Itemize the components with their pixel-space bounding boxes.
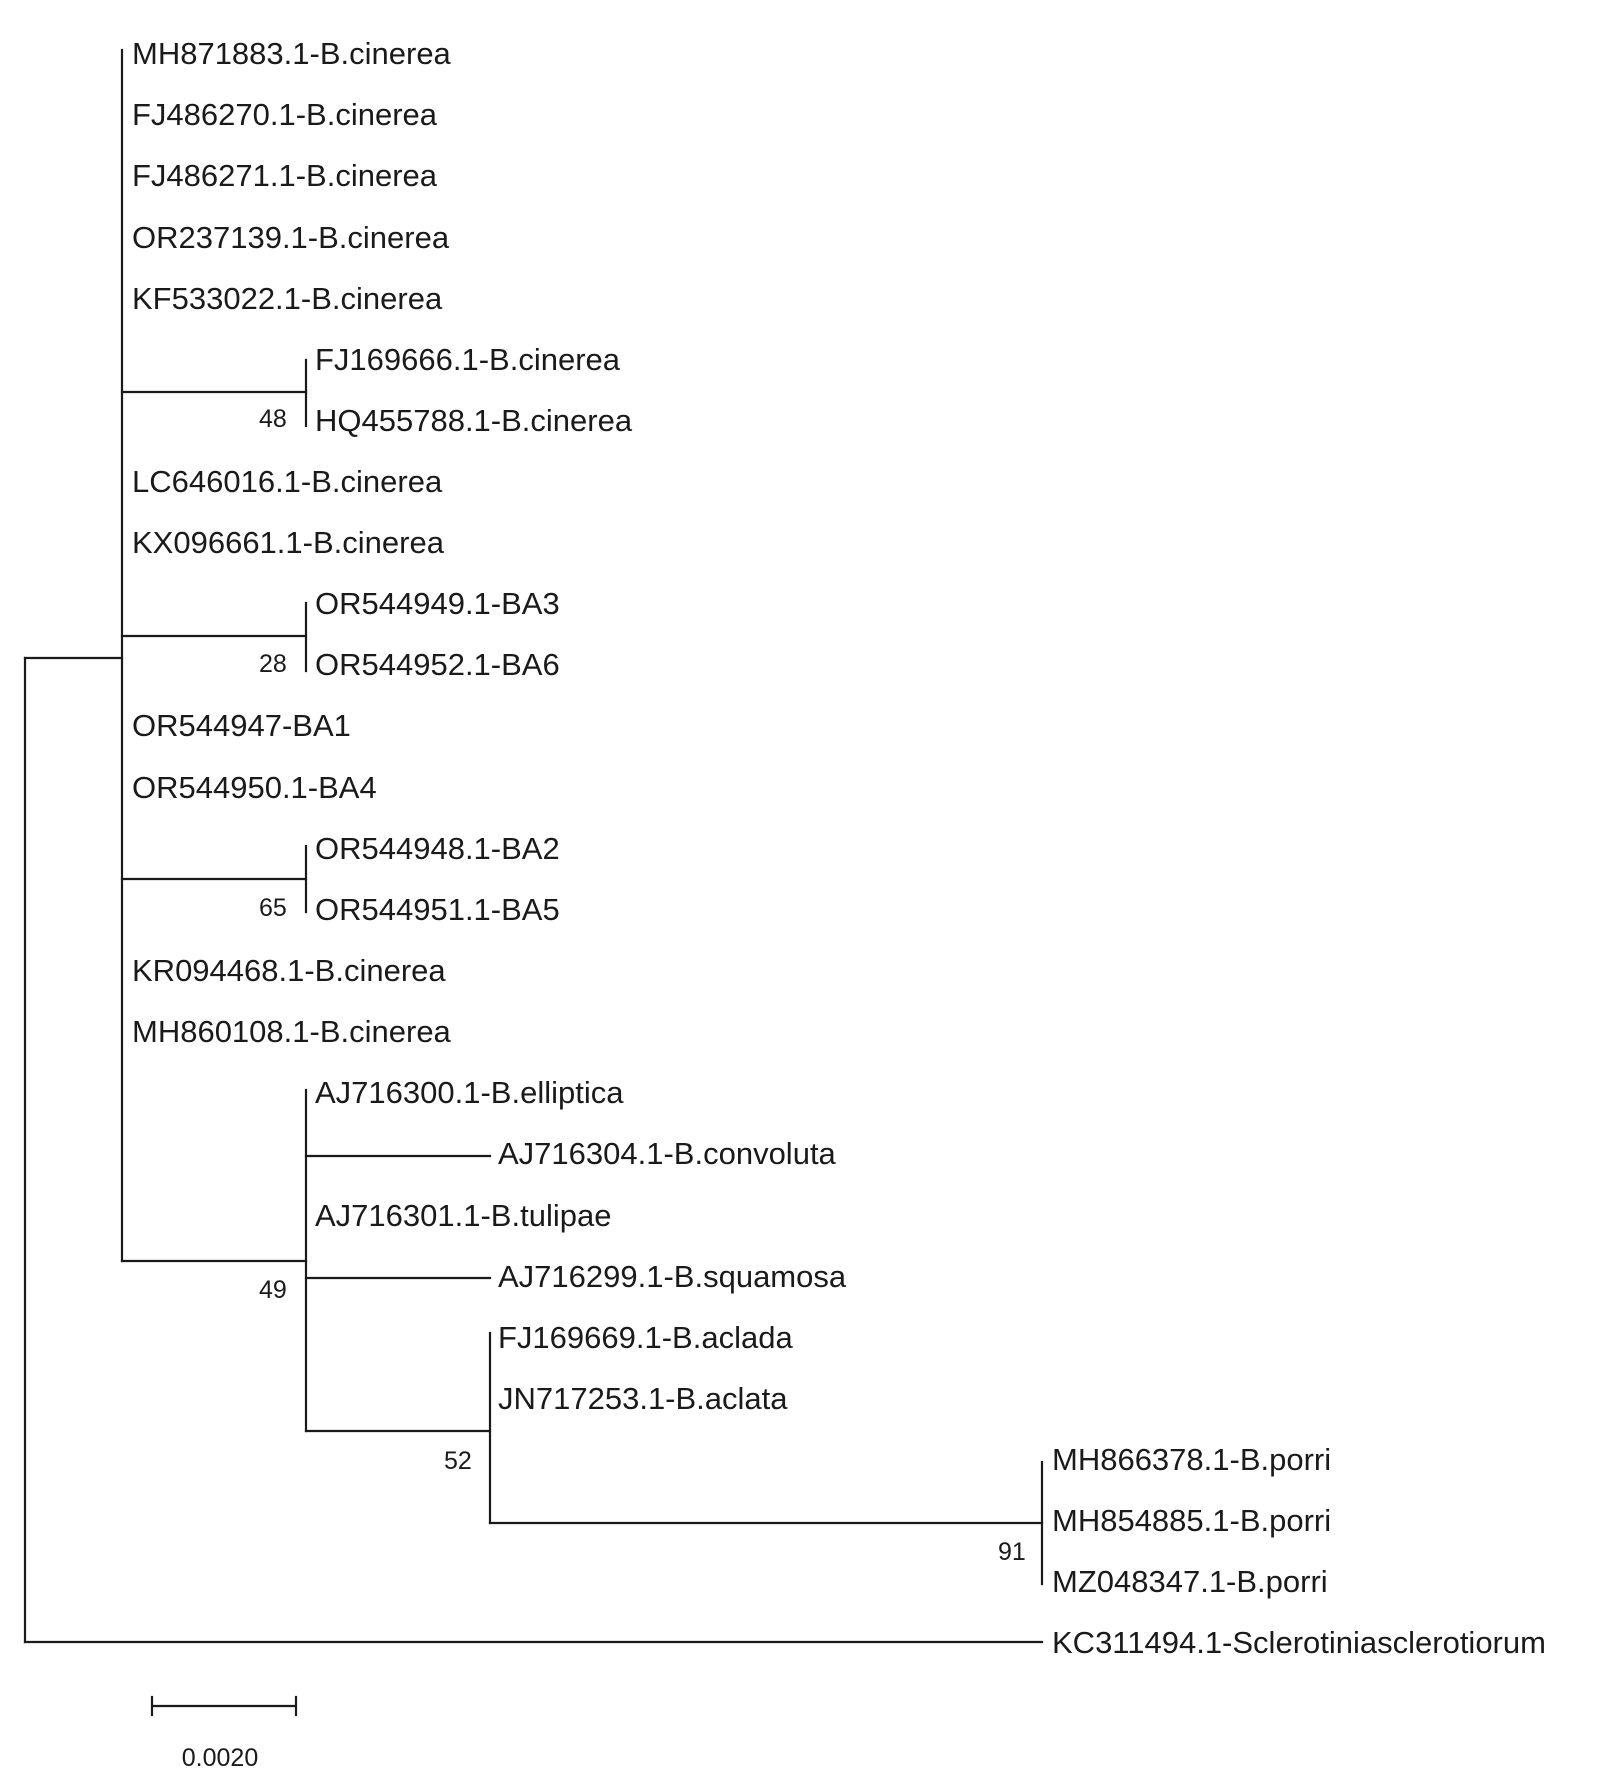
bootstrap-value: 52 bbox=[444, 1447, 472, 1475]
scale-bar-line bbox=[150, 1695, 298, 1717]
taxon-label: AJ716300.1-B.elliptica bbox=[315, 1075, 624, 1110]
taxon-label: FJ486271.1-B.cinerea bbox=[132, 158, 438, 193]
taxon-label: OR544947-BA1 bbox=[132, 708, 351, 743]
taxon-label: LC646016.1-B.cinerea bbox=[132, 464, 443, 499]
taxon-label: FJ169666.1-B.cinerea bbox=[315, 342, 621, 377]
taxon-label: OR544952.1-BA6 bbox=[315, 647, 560, 682]
taxon-label: KF533022.1-B.cinerea bbox=[132, 281, 443, 316]
taxon-label: AJ716299.1-B.squamosa bbox=[498, 1259, 847, 1294]
taxon-label: MZ048347.1-B.porri bbox=[1052, 1564, 1328, 1599]
taxon-label: FJ486270.1-B.cinerea bbox=[132, 97, 438, 132]
taxon-label: OR544950.1-BA4 bbox=[132, 770, 377, 805]
bootstrap-value: 65 bbox=[259, 894, 287, 922]
bootstrap-value: 91 bbox=[998, 1538, 1026, 1566]
scale-bar-label: 0.0020 bbox=[182, 1744, 258, 1772]
scale-bar: 0.0020 bbox=[150, 1695, 298, 1772]
taxon-label: KR094468.1-B.cinerea bbox=[132, 953, 446, 988]
taxon-label: OR544949.1-BA3 bbox=[315, 586, 560, 621]
bootstrap-value: 49 bbox=[259, 1276, 287, 1304]
taxon-label: HQ455788.1-B.cinerea bbox=[315, 403, 633, 438]
taxon-label: KX096661.1-B.cinerea bbox=[132, 525, 445, 560]
taxon-label: AJ716301.1-B.tulipae bbox=[315, 1198, 611, 1233]
taxon-label: JN717253.1-B.aclata bbox=[498, 1381, 788, 1416]
taxon-label: OR237139.1-B.cinerea bbox=[132, 220, 450, 255]
taxon-label: KC311494.1-Sclerotiniasclerotiorum bbox=[1052, 1625, 1546, 1660]
taxon-label: OR544948.1-BA2 bbox=[315, 831, 560, 866]
taxon-label: MH860108.1-B.cinerea bbox=[132, 1014, 452, 1049]
taxon-label: FJ169669.1-B.aclada bbox=[498, 1320, 793, 1355]
taxon-label: MH854885.1-B.porri bbox=[1052, 1503, 1331, 1538]
bootstrap-value: 28 bbox=[259, 650, 287, 678]
bootstrap-value: 48 bbox=[259, 405, 287, 433]
taxon-label: MH871883.1-B.cinerea bbox=[132, 36, 452, 71]
taxon-label: AJ716304.1-B.convoluta bbox=[498, 1136, 837, 1171]
taxon-label: OR544951.1-BA5 bbox=[315, 892, 560, 927]
taxon-label: MH866378.1-B.porri bbox=[1052, 1442, 1331, 1477]
